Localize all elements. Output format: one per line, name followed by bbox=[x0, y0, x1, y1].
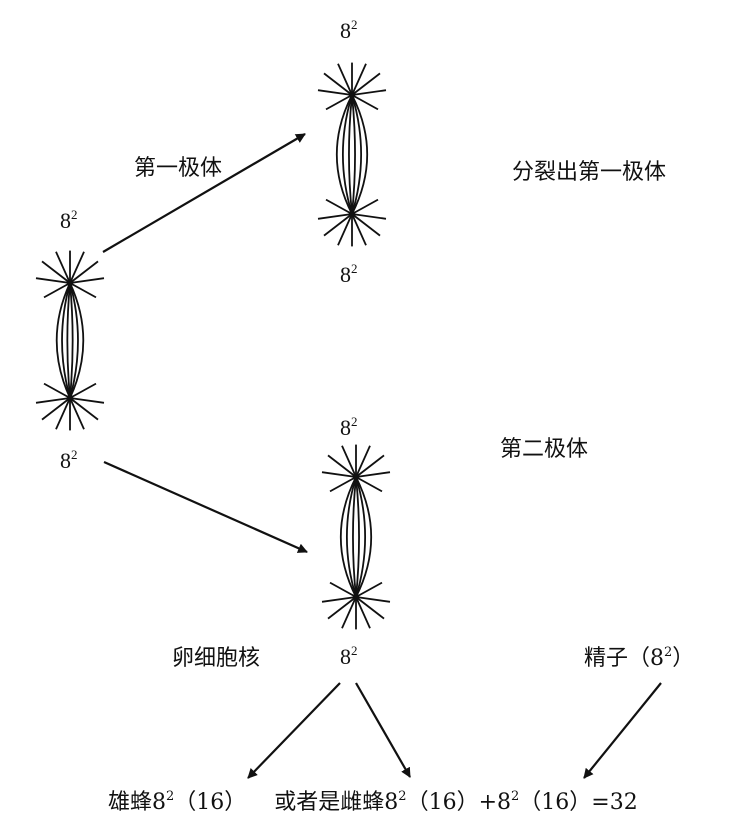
top-spindle-top-label: 82 bbox=[340, 17, 358, 43]
mid-spindle-top-label: 82 bbox=[340, 414, 358, 440]
left-spindle bbox=[35, 250, 105, 431]
male-bee-result: 雄蜂82（16） bbox=[108, 789, 247, 815]
top-spindle bbox=[317, 62, 387, 247]
first-polar-body-label: 第一极体 bbox=[134, 156, 223, 181]
mid-spindle bbox=[321, 444, 391, 630]
left-spindle-top-label: 82 bbox=[60, 207, 78, 233]
second-polar-body-label: 第二极体 bbox=[500, 437, 589, 462]
arrow-to-female-bee bbox=[355, 682, 411, 778]
arrow-to-male-bee bbox=[247, 682, 341, 779]
or-text: 或者是 bbox=[274, 790, 341, 815]
sperm-label: 精子（82） bbox=[584, 645, 695, 671]
mid-spindle-bottom-label: 82 bbox=[340, 643, 358, 669]
split-first-polar-body-label: 分裂出第一极体 bbox=[512, 160, 667, 185]
arrow-to-first-polar-body bbox=[102, 133, 306, 253]
arrow-to-second-division bbox=[103, 460, 308, 554]
female-bee-result: 雌蜂82（16）+82（16）=32 bbox=[340, 789, 638, 815]
result-line: 雄蜂82（16） 或者是雌蜂82（16）+82（16）=32 bbox=[108, 789, 638, 819]
arrow-sperm-to-female-bee bbox=[583, 682, 662, 779]
left-spindle-bottom-label: 82 bbox=[60, 447, 78, 473]
egg-nucleus-label: 卵细胞核 bbox=[172, 646, 261, 671]
top-spindle-bottom-label: 82 bbox=[340, 261, 358, 287]
